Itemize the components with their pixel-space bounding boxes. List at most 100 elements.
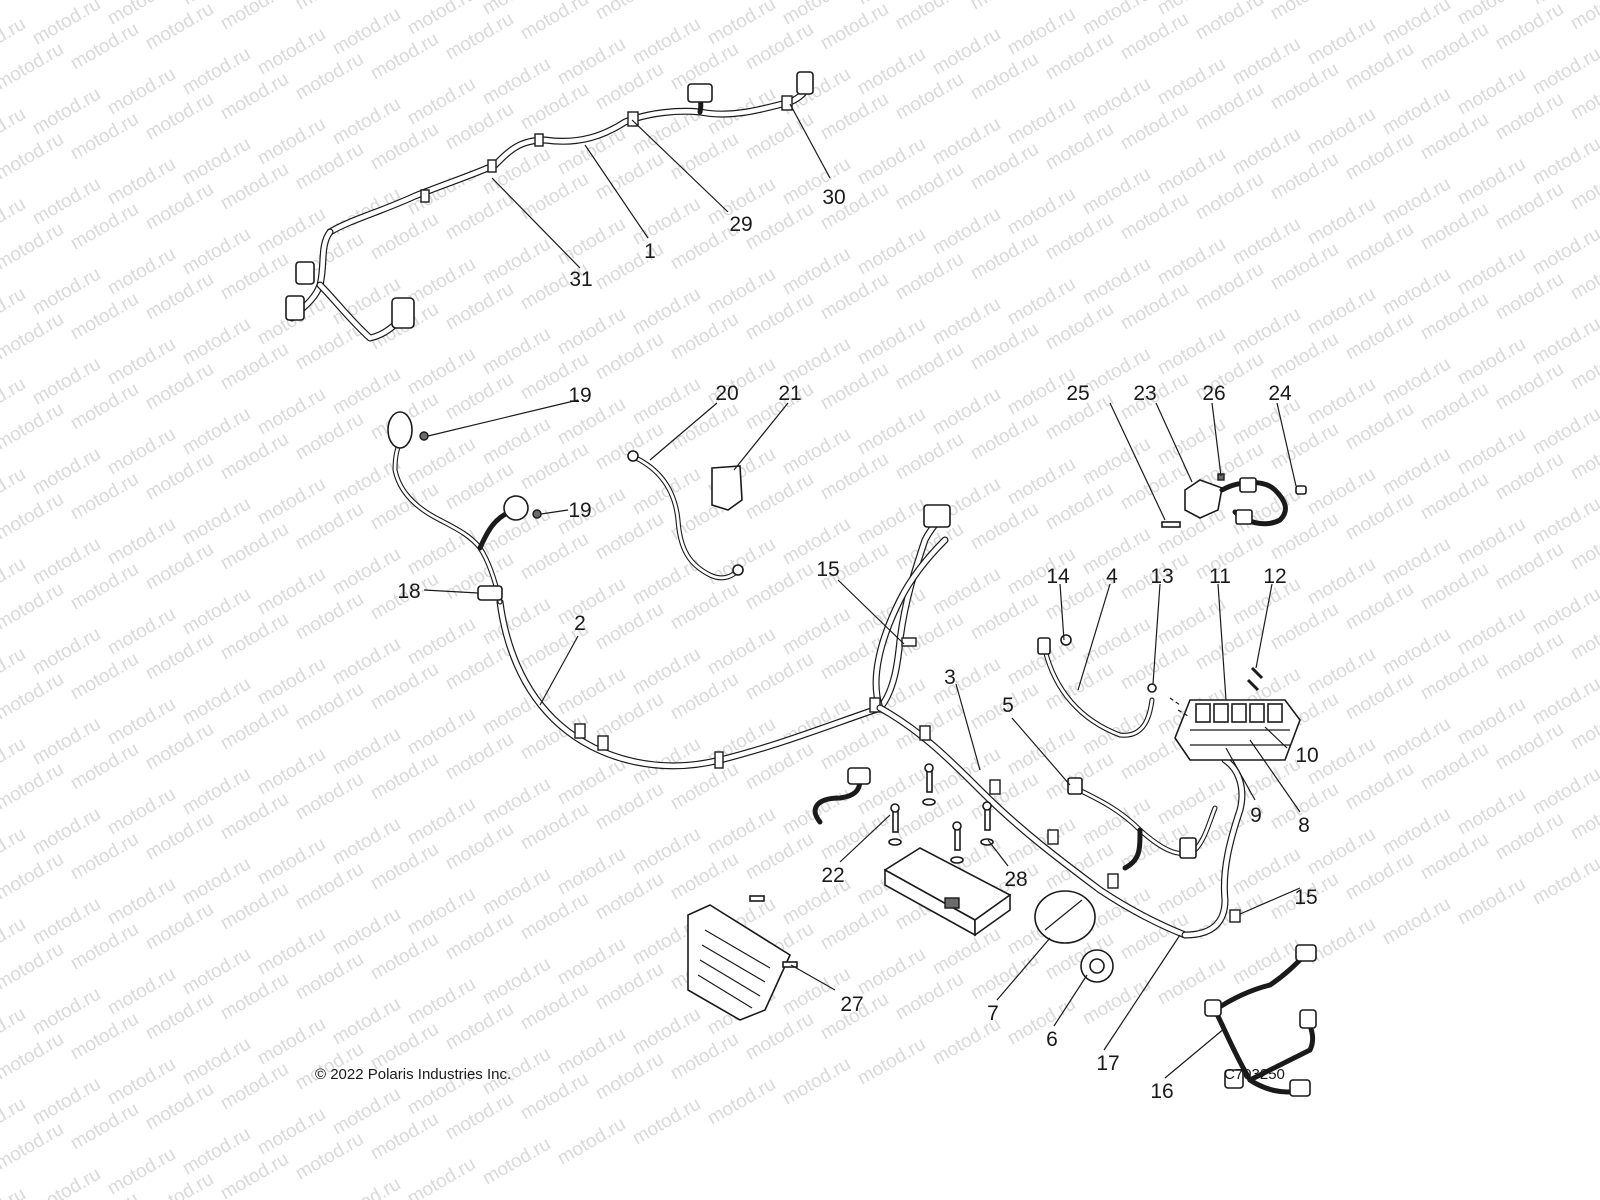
watermark-text: motod.ru (292, 139, 367, 195)
copyright-notice: © 2022 Polaris Industries Inc. (315, 1066, 512, 1083)
watermark-text: motod.ru (742, 19, 817, 75)
part-2-main-harness (387, 411, 951, 770)
part-3-lower-harness (876, 704, 1246, 939)
watermark-text: motod.ru (0, 1029, 67, 1085)
watermark-text: motod.ru (1529, 134, 1600, 190)
watermark-text: motod.ru (892, 339, 967, 395)
watermark-text: motod.ru (742, 559, 817, 615)
watermark-text: motod.ru (217, 339, 292, 395)
part-12-13-14-hardware (1147, 666, 1264, 717)
watermark-text: motod.ru (779, 1054, 854, 1110)
watermark-text: motod.ru (1492, 539, 1567, 595)
watermark-text: motod.ru (0, 489, 67, 545)
watermark-text: motod.ru (967, 319, 1042, 375)
watermark-text: motod.ru (1229, 934, 1304, 990)
watermark-text: motod.ru (0, 129, 67, 185)
watermark-text: motod.ru (479, 1134, 554, 1190)
watermark-text: motod.ru (967, 0, 1042, 14)
watermark-text: motod.ru (142, 899, 217, 955)
watermark-text: motod.ru (142, 269, 217, 325)
callout-7: 7 (987, 1002, 999, 1025)
figure-code: C703250 (1224, 1066, 1285, 1083)
watermark-text: motod.ru (142, 1079, 217, 1135)
watermark-text: motod.ru (1267, 509, 1342, 565)
watermark-text: motod.ru (517, 0, 592, 44)
part-6-7-grommet-cap (1034, 890, 1114, 983)
watermark-text: motod.ru (67, 559, 142, 615)
watermark-text: motod.ru (1192, 79, 1267, 135)
watermark-text: motod.ru (854, 1034, 929, 1090)
watermark-text: motod.ru (1417, 829, 1492, 885)
watermark-text: motod.ru (592, 509, 667, 565)
watermark-text: motod.ru (142, 89, 217, 145)
watermark-text: motod.ru (967, 949, 1042, 1005)
callout-1: 1 (644, 240, 656, 263)
watermark-text: motod.ru (292, 859, 367, 915)
callout-labels: 1 2 3 4 5 6 7 8 9 10 11 12 13 14 15 15 1… (397, 186, 1318, 1103)
watermark-text: motod.ru (142, 359, 217, 415)
watermark-text: motod.ru (629, 1094, 704, 1150)
watermark-text: motod.ru (1267, 419, 1342, 475)
watermark-text: motod.ru (1492, 449, 1567, 505)
watermark-text: motod.ru (367, 209, 442, 265)
callout-14: 14 (1046, 565, 1070, 588)
watermark-text: motod.ru (67, 199, 142, 255)
watermark-text: motod.ru (217, 789, 292, 845)
watermark-text: motod.ru (1529, 854, 1600, 910)
watermark-text: motod.ru (1417, 109, 1492, 165)
watermark-text: motod.ru (1267, 59, 1342, 115)
watermark-text: motod.ru (1529, 44, 1600, 100)
watermark-text: motod.ru (0, 1119, 67, 1175)
part-voltage-regulator (687, 895, 798, 1021)
watermark-text: motod.ru (292, 499, 367, 555)
callout-28: 28 (1004, 868, 1027, 891)
watermark-text: motod.ru (67, 919, 142, 975)
watermark-text: motod.ru (1342, 489, 1417, 545)
part-ecu-module (883, 847, 1012, 937)
watermark-text: motod.ru (1417, 289, 1492, 345)
watermark-text: motod.ru (1042, 299, 1117, 355)
callout-3: 3 (944, 666, 956, 689)
watermark-text: motod.ru (1417, 379, 1492, 435)
watermark-text: motod.ru (742, 109, 817, 165)
watermark-text: motod.ru (1492, 359, 1567, 415)
watermark-text: motod.ru (442, 999, 517, 1055)
watermark-text: motod.ru (0, 219, 67, 275)
watermark-text: motod.ru (1417, 19, 1492, 75)
watermark-text: motod.ru (667, 309, 742, 365)
watermark-text: motod.ru (1529, 584, 1600, 640)
watermark-text: motod.ru (67, 109, 142, 165)
watermark-text: motod.ru (892, 69, 967, 125)
watermark-text: motod.ru (1004, 994, 1079, 1050)
watermark-text: motod.ru (367, 119, 442, 175)
watermark-text: motod.ru (1492, 0, 1567, 54)
watermark-text: motod.ru (67, 739, 142, 795)
watermark-text: motod.ru (442, 1089, 517, 1145)
watermark-text: motod.ru (292, 49, 367, 105)
watermark-text: motod.ru (442, 9, 517, 65)
watermark-text: motod.ru (1529, 674, 1600, 730)
watermark-text: motod.ru (1042, 659, 1117, 715)
watermark-text: motod.ru (892, 159, 967, 215)
watermark-text: motod.ru (67, 1099, 142, 1155)
watermark-text: motod.ru (592, 779, 667, 835)
watermark-text: motod.ru (142, 719, 217, 775)
watermark-text: motod.ru (0, 849, 67, 905)
watermark-text: motod.ru (1117, 99, 1192, 155)
callout-19-upper: 19 (568, 384, 591, 407)
watermark-text: motod.ru (1042, 209, 1117, 265)
watermark-text: motod.ru (67, 469, 142, 525)
watermark-text: motod.ru (292, 679, 367, 735)
watermark-text: motod.ru (142, 0, 217, 54)
watermark-text: motod.ru (1529, 494, 1600, 550)
callout-18: 18 (397, 580, 420, 603)
watermark-text: motod.ru (1529, 314, 1600, 370)
part-23-26-module (1161, 473, 1307, 528)
part-5-sub-harness (1067, 777, 1218, 871)
watermark-text: motod.ru (0, 309, 67, 365)
watermark-text: motod.ru (667, 669, 742, 725)
callout-23: 23 (1133, 382, 1156, 405)
callout-4: 4 (1106, 565, 1118, 588)
watermark-text: motod.ru (0, 939, 67, 995)
part-16-harness (1204, 944, 1317, 1097)
